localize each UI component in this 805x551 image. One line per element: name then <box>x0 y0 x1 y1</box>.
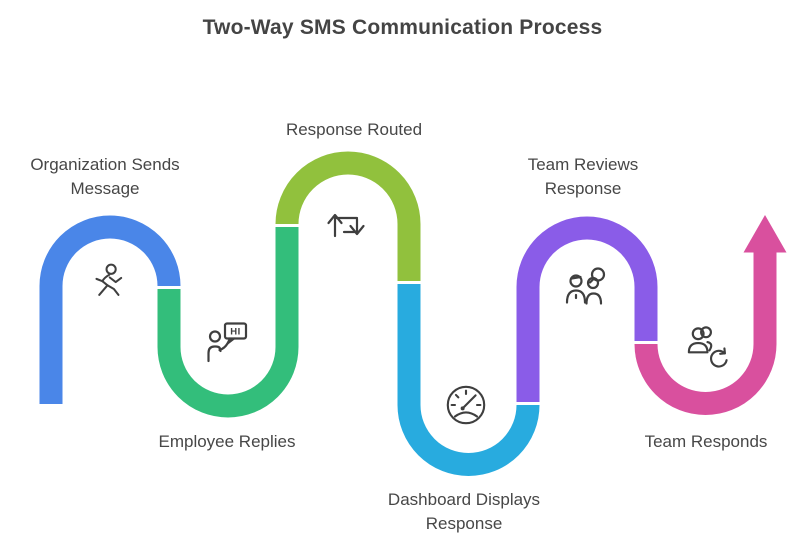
segment-organization-sends <box>39 215 181 404</box>
step-label-employee-replies: Employee Replies <box>158 432 296 451</box>
team-refresh-icon <box>687 326 728 368</box>
step-label-organization-sends: Organization Sends Message <box>30 155 180 198</box>
runner-icon <box>95 263 123 296</box>
segment-response-routed <box>275 151 421 281</box>
step-label-team-reviews: Team Reviews Response <box>527 155 639 198</box>
person-greeting-icon: HI <box>207 322 248 363</box>
gauge-icon <box>446 385 486 425</box>
speech-bubble-text: HI <box>230 327 241 338</box>
step-label-response-routed: Response Routed <box>285 120 423 139</box>
team-review-icon <box>565 267 606 305</box>
segment-team-responds <box>634 252 777 415</box>
diagram-title: Two-Way SMS Communication Process <box>202 16 603 39</box>
segment-employee-replies <box>157 227 299 418</box>
segment-dashboard-displays <box>397 284 540 476</box>
step-label-dashboard-displays: Dashboard Displays Response <box>387 490 541 533</box>
segment-team-reviews <box>516 216 658 402</box>
flow-end-arrow-icon <box>743 215 787 253</box>
repeat-arrows-icon <box>327 213 365 238</box>
step-label-team-responds: Team Responds <box>644 432 768 451</box>
